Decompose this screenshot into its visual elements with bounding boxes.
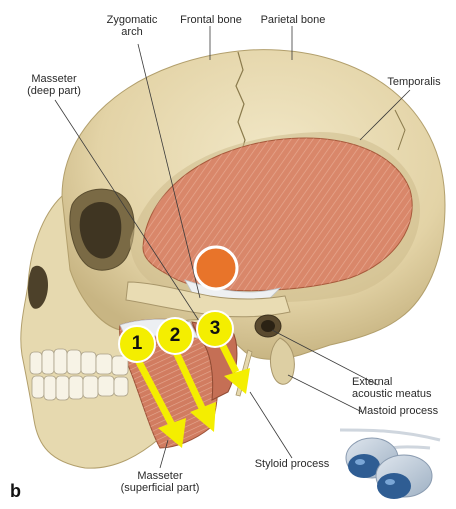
label-frontal-bone: Frontal bone [172,14,250,26]
label-styloid-process: Styloid process [246,458,338,470]
label-external-acoustic-meatus: External acoustic meatus [352,376,448,400]
marker-2: 2 [156,317,194,355]
label-masseter-superficial: Masseter (superficial part) [104,470,216,494]
device-image [340,430,440,499]
label-masseter-deep: Masseter (deep part) [12,73,96,97]
figure-letter: b [10,481,21,502]
label-parietal-bone: Parietal bone [252,14,334,26]
label-zygomatic-arch: Zygomatic arch [94,14,170,38]
marker-3: 3 [196,310,234,348]
marker-1: 1 [118,325,156,363]
label-temporalis: Temporalis [382,76,446,88]
target-dot [195,247,237,289]
label-mastoid-process: Mastoid process [358,405,450,417]
